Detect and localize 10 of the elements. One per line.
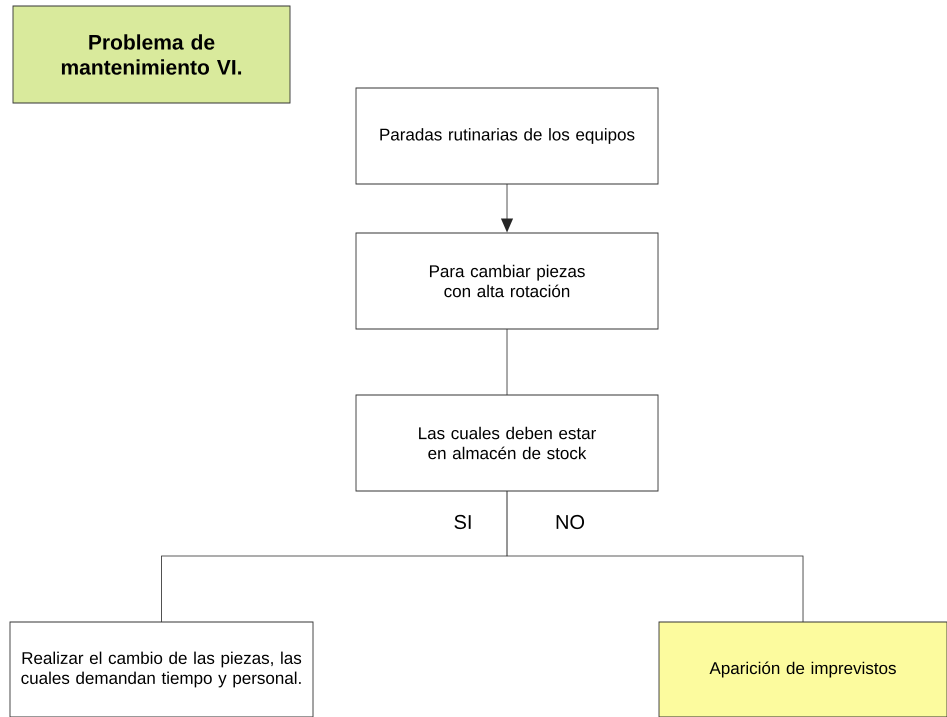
connector — [506, 491, 804, 622]
process-box: Paradas rutinarias de los equipos — [356, 88, 658, 184]
process-box: Realizar el cambio de las piezas, las cuales demandan tiempo y personal. — [10, 622, 314, 717]
process-box: Aparición de imprevistos — [658, 622, 947, 717]
title-box: Problema de mantenimiento VI. — [12, 6, 290, 104]
edge-label: NO — [554, 514, 586, 530]
edge-label: SI — [452, 514, 474, 530]
process-box: Para cambiar piezas con alta rotación — [356, 232, 658, 330]
connector — [506, 329, 508, 395]
process-box: Las cuales deben estar en almacén de stock — [356, 394, 658, 492]
